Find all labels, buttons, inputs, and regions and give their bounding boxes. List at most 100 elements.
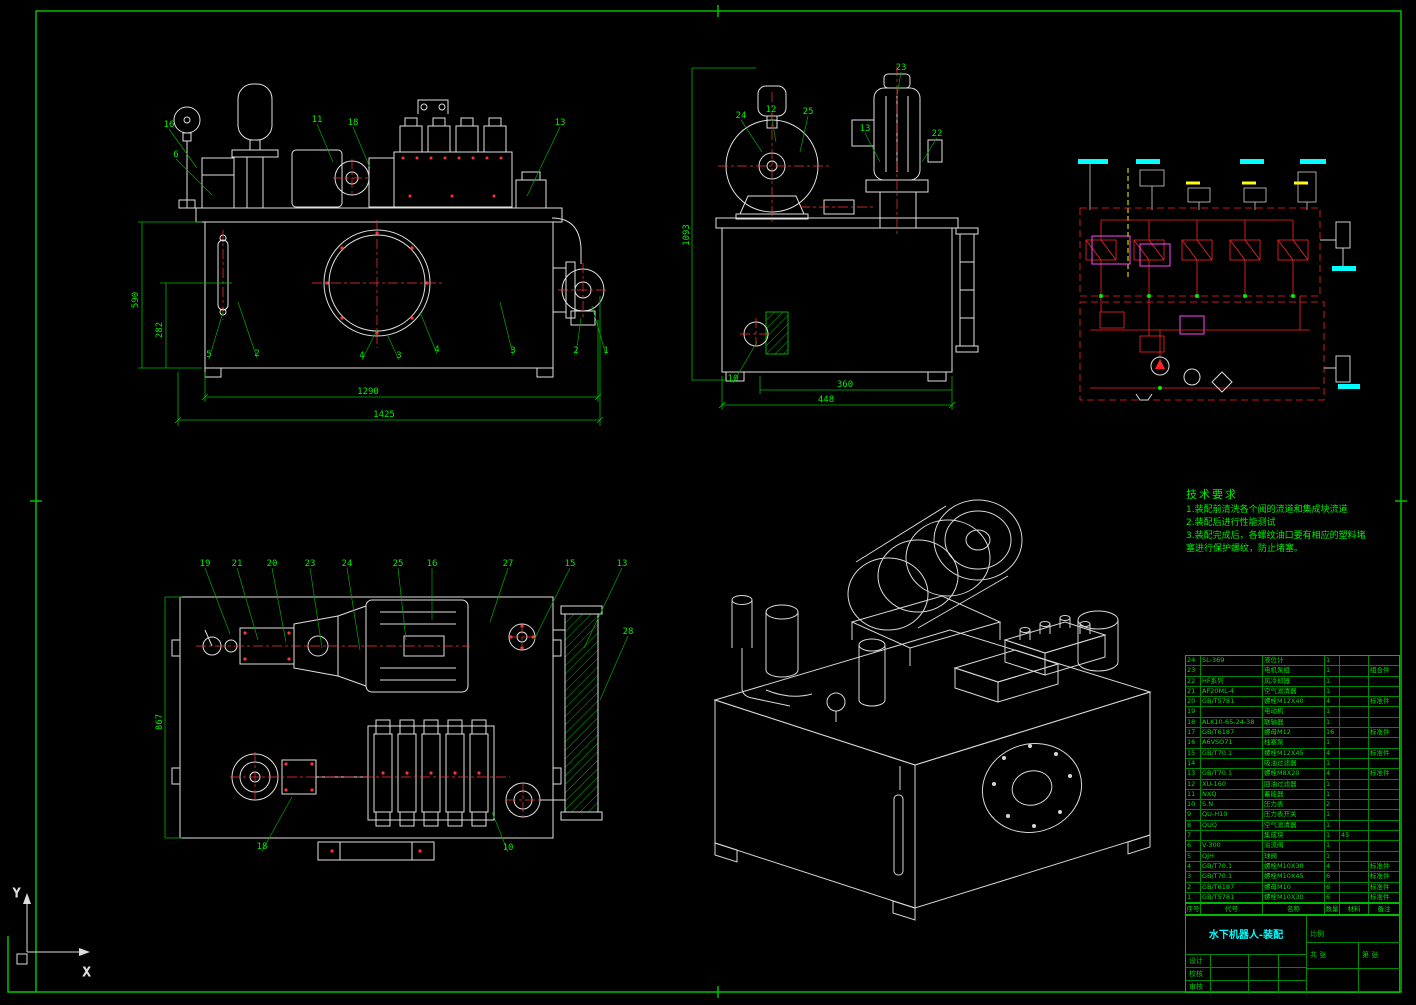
- tb-line: [1248, 954, 1249, 994]
- right-filter-front: [515, 171, 547, 209]
- parts-cell: 螺母M10: [1263, 882, 1325, 892]
- parts-cell: 2: [1186, 882, 1201, 892]
- parts-cell: 空气滤清器: [1263, 820, 1325, 831]
- cooler-top: [560, 605, 603, 821]
- parts-header-cell: 代号: [1201, 904, 1263, 914]
- tech-req-line: 3.装配完成后，各螺纹油口要有相应的塑料堵: [1186, 531, 1366, 541]
- leader-line: [526, 126, 561, 197]
- parts-cell: 2: [1325, 800, 1340, 810]
- parts-cell: A6VSO71: [1201, 738, 1263, 748]
- parts-cell: [1201, 666, 1263, 676]
- tb-line: [1306, 916, 1307, 994]
- balloon-label: 23: [896, 63, 907, 73]
- parts-cell: [1340, 789, 1369, 800]
- parts-cell: 24: [1186, 656, 1201, 666]
- parts-cell: 17: [1186, 728, 1201, 738]
- parts-cell: [1340, 872, 1369, 882]
- parts-cell: 10: [1186, 800, 1201, 810]
- leader-line: [921, 137, 938, 163]
- parts-cell: [1340, 666, 1369, 676]
- balloon-label: 16: [164, 120, 175, 130]
- parts-cell: 19: [1186, 707, 1201, 717]
- tb-line: [1278, 954, 1279, 994]
- parts-cell: XU-160: [1201, 779, 1263, 789]
- parts-cell: 12: [1186, 779, 1201, 789]
- parts-cell: [1340, 800, 1369, 810]
- parts-cell: [1340, 717, 1369, 728]
- parts-cell: [1340, 810, 1369, 820]
- tb-line: [1186, 980, 1306, 981]
- leader-line: [309, 567, 323, 649]
- leader-line: [770, 113, 777, 143]
- parts-cell: 18: [1186, 717, 1201, 728]
- dim-front-inner: 1290: [357, 387, 379, 397]
- parts-cell: 1: [1325, 676, 1340, 686]
- parts-cell: 回油过滤器: [1263, 779, 1325, 789]
- parts-cell: 电动机: [1263, 707, 1325, 717]
- parts-cell: 压力表: [1263, 800, 1325, 810]
- manifold-top: [367, 719, 495, 827]
- parts-cell: 集成块: [1263, 831, 1325, 841]
- iso-view: [713, 499, 1152, 921]
- parts-cell: [1340, 697, 1369, 707]
- parts-cell: GB/T70.1: [1201, 861, 1263, 872]
- parts-cell: [1340, 851, 1369, 861]
- tank-top-outline: [171, 596, 562, 839]
- leader-line: [591, 305, 607, 356]
- parts-cell: [1340, 841, 1369, 851]
- parts-cell: 16: [1186, 738, 1201, 748]
- parts-cell: 8: [1186, 820, 1201, 831]
- parts-cell: 1: [1325, 789, 1340, 800]
- parts-cell: 3: [1186, 872, 1201, 882]
- parts-cell: GB/T5781: [1201, 697, 1263, 707]
- parts-cell: [1369, 780, 1399, 789]
- parts-cell: 4: [1325, 861, 1340, 872]
- parts-cell: [1340, 861, 1369, 872]
- parts-cell: [1369, 821, 1399, 830]
- tb-line: [1306, 942, 1401, 943]
- leader-line: [236, 567, 259, 641]
- parts-cell: [1369, 790, 1399, 799]
- parts-cell: [1369, 677, 1399, 686]
- iso-filters: [731, 595, 886, 722]
- leader-line: [599, 635, 629, 701]
- parts-cell: [1340, 656, 1369, 666]
- parts-cell: 13: [1186, 769, 1201, 779]
- parts-cell: 14: [1186, 758, 1201, 769]
- balloon-label: 21: [232, 559, 243, 569]
- cooler-bracket-side: [955, 227, 979, 353]
- leader-line: [499, 301, 514, 356]
- leader-line: [261, 796, 293, 852]
- parts-cell: 4: [1325, 697, 1340, 707]
- parts-cell: AF20ML-4: [1201, 686, 1263, 697]
- parts-cell: 1: [1325, 666, 1340, 676]
- parts-header-cell: 数量: [1325, 904, 1340, 914]
- parts-cell: [1369, 810, 1399, 819]
- parts-cell: 9: [1186, 810, 1201, 820]
- dims-side: [691, 67, 956, 410]
- bottom-channel-top: [317, 841, 435, 861]
- parts-cell: [1340, 758, 1369, 769]
- dim-front-height: 590: [131, 292, 141, 308]
- parts-cell: 螺栓M10X45: [1263, 872, 1325, 882]
- balloon-label: 22: [932, 129, 943, 139]
- accumulator-front: [231, 83, 279, 209]
- schematic-magenta-boxes: [1091, 235, 1205, 335]
- parts-cell: 螺母M12: [1263, 728, 1325, 738]
- parts-cell: [1369, 831, 1399, 840]
- parts-cell: [1340, 892, 1369, 903]
- parts-cell: GB/T70.1: [1201, 769, 1263, 779]
- parts-cell: HF系列: [1201, 676, 1263, 686]
- iso-level-gauge: [893, 794, 904, 876]
- parts-cell: [1340, 769, 1369, 779]
- parts-cell: [1201, 831, 1263, 841]
